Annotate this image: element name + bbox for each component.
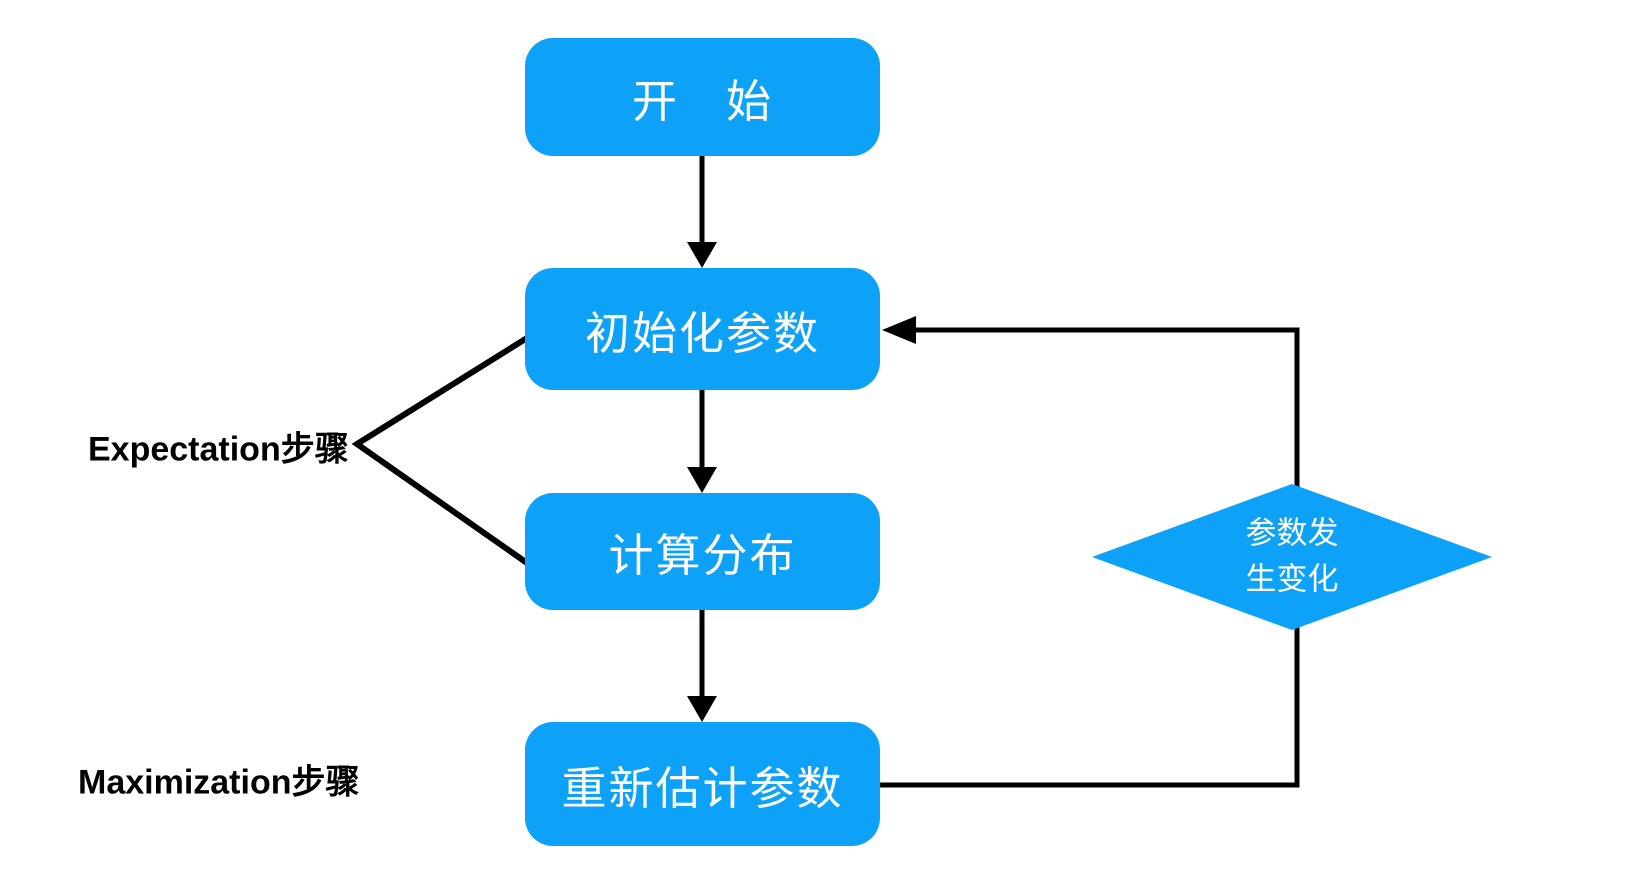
maximization-step-label: Maximization步骤 xyxy=(78,763,360,802)
decision-text-line2: 生变化 xyxy=(1246,562,1339,597)
node-start: 开 始 xyxy=(525,38,880,156)
node-reestimate-parameters-label: 重新估计参数 xyxy=(561,762,844,814)
node-initialize-parameters-label: 初始化参数 xyxy=(584,307,820,359)
decision-diamond: 参数发 生变化 xyxy=(1092,484,1492,630)
node-compute-distribution-label: 计算分布 xyxy=(608,530,797,581)
decision-text-line1: 参数发 xyxy=(1246,516,1339,551)
arrow-compute-to-reestimate xyxy=(687,610,717,722)
expectation-step-label: Expectation步骤 xyxy=(88,430,349,469)
expectation-bracket xyxy=(351,335,529,566)
node-start-label: 开 始 xyxy=(631,75,773,127)
node-initialize-parameters: 初始化参数 xyxy=(525,268,880,390)
node-reestimate-parameters: 重新估计参数 xyxy=(525,722,880,846)
arrow-start-to-init xyxy=(687,155,717,268)
arrow-init-to-compute xyxy=(687,390,717,493)
node-compute-distribution: 计算分布 xyxy=(525,493,880,610)
